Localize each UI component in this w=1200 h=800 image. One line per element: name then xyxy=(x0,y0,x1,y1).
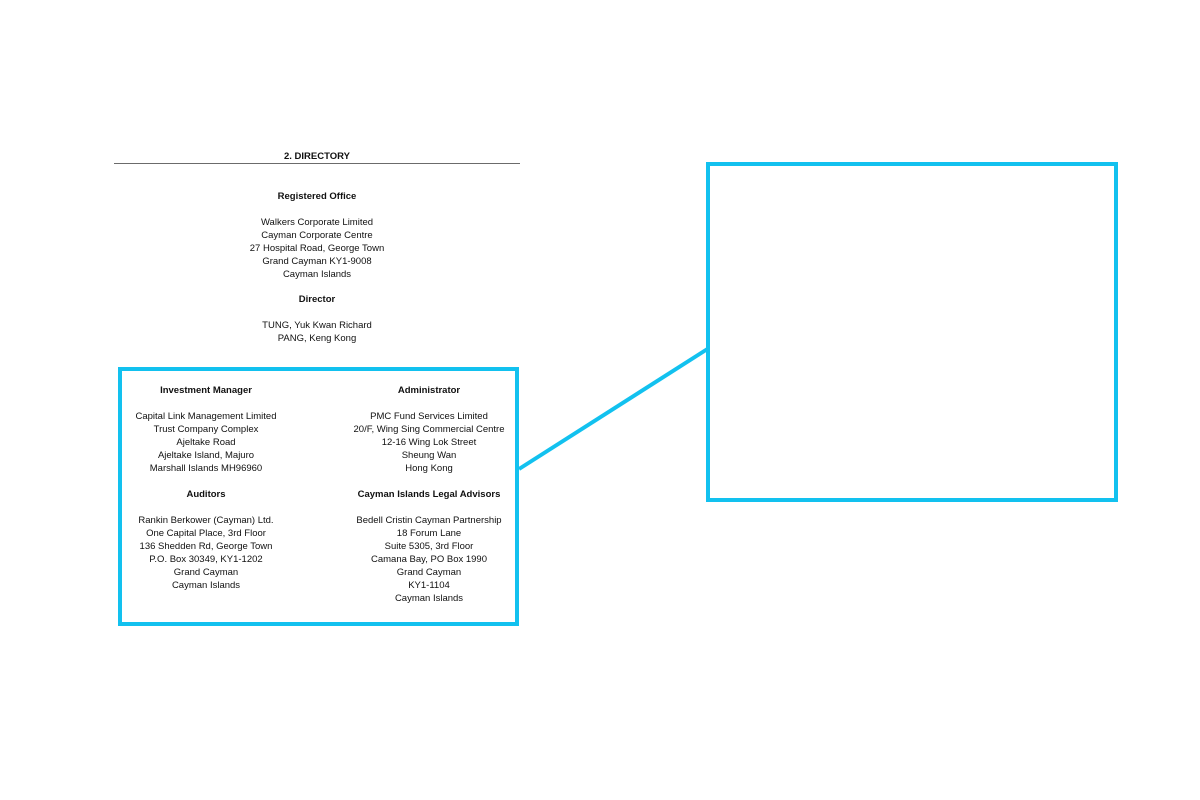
legal-advisors-line: KY1-1104 xyxy=(408,580,450,591)
legal-advisors-line: Grand Cayman xyxy=(396,567,462,578)
registered-office-title: Registered Office xyxy=(277,191,357,202)
registered-office-line: Walkers Corporate Limited xyxy=(260,217,374,228)
registered-office-line: 27 Hospital Road, George Town xyxy=(249,243,385,254)
administrator-line: PMC Fund Services Limited xyxy=(370,411,488,422)
investment-manager-line: Trust Company Complex xyxy=(153,424,259,435)
legal-advisors-line: 18 Forum Lane xyxy=(396,528,462,539)
investment-manager-line: Marshall Islands MH96960 xyxy=(149,463,263,474)
administrator-line: Hong Kong xyxy=(405,463,453,474)
auditors-block: Auditors Rankin Berkower (Cayman) Ltd. O… xyxy=(121,488,291,592)
registered-office-line: Cayman Islands xyxy=(282,269,352,280)
auditors-line: Rankin Berkower (Cayman) Ltd. xyxy=(138,515,274,526)
registered-office-line: Grand Cayman KY1-9008 xyxy=(262,256,372,267)
administrator-title: Administrator xyxy=(397,385,461,396)
document-page: 2. DIRECTORY xyxy=(114,150,520,164)
director-line: PANG, Keng Kong xyxy=(277,333,357,344)
director-block: Director TUNG, Yuk Kwan Richard PANG, Ke… xyxy=(114,293,520,345)
investment-manager-title: Investment Manager xyxy=(160,385,252,396)
legal-advisors-line: Bedell Cristin Cayman Partnership xyxy=(356,515,502,526)
legal-advisors-block: Cayman Islands Legal Advisors Bedell Cri… xyxy=(334,488,524,605)
auditors-line: 136 Shedden Rd, George Town xyxy=(139,541,273,552)
director-title: Director xyxy=(298,294,336,305)
investment-manager-block: Investment Manager Capital Link Manageme… xyxy=(121,384,291,475)
administrator-line: Sheung Wan xyxy=(401,450,457,461)
legal-advisors-line: Suite 5305, 3rd Floor xyxy=(384,541,474,552)
administrator-line: 20/F, Wing Sing Commercial Centre xyxy=(353,424,505,435)
auditors-line: P.O. Box 30349, KY1-1202 xyxy=(149,554,263,565)
section-heading: 2. DIRECTORY xyxy=(114,150,520,164)
auditors-line: Grand Cayman xyxy=(173,567,239,578)
registered-office-block: Registered Office Walkers Corporate Limi… xyxy=(114,190,520,281)
investment-manager-line: Ajeltake Road xyxy=(176,437,236,448)
legal-advisors-line: Cayman Islands xyxy=(394,593,464,604)
auditors-line: One Capital Place, 3rd Floor xyxy=(146,528,266,539)
director-line: TUNG, Yuk Kwan Richard xyxy=(262,320,372,331)
highlight-box xyxy=(118,367,519,626)
administrator-line: 12-16 Wing Lok Street xyxy=(381,437,477,448)
legal-advisors-title: Cayman Islands Legal Advisors xyxy=(357,489,501,500)
legal-advisors-line: Camana Bay, PO Box 1990 xyxy=(371,554,487,565)
administrator-block: Administrator PMC Fund Services Limited … xyxy=(334,384,524,475)
investment-manager-line: Ajeltake Island, Majuro xyxy=(157,450,255,461)
callout-box xyxy=(706,162,1118,502)
investment-manager-line: Capital Link Management Limited xyxy=(135,411,277,422)
registered-office-line: Cayman Corporate Centre xyxy=(261,230,373,241)
auditors-title: Auditors xyxy=(186,489,226,500)
auditors-line: Cayman Islands xyxy=(171,580,241,591)
